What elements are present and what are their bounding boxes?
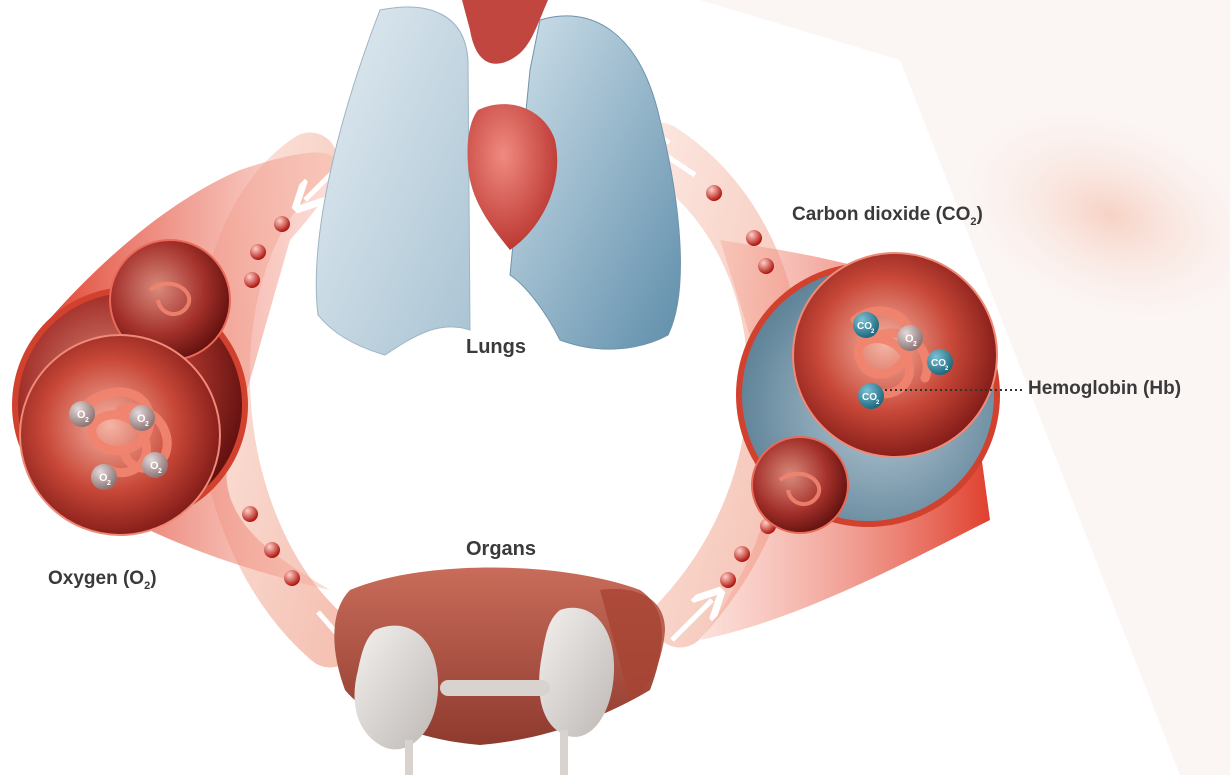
svg-text:CO: CO — [862, 392, 877, 403]
o2-molecule: O 2 — [69, 401, 95, 427]
svg-text:2: 2 — [85, 417, 89, 424]
svg-text:2: 2 — [158, 468, 162, 475]
co2-label-close: ) — [977, 204, 983, 225]
svg-text:2: 2 — [107, 480, 111, 487]
svg-text:CO: CO — [857, 321, 872, 332]
oxygen-label: Oxygen (O2) — [48, 568, 157, 592]
kidney-left — [354, 626, 438, 750]
small-cell-right — [752, 437, 848, 533]
svg-text:2: 2 — [913, 341, 917, 348]
carbon-dioxide-label: Carbon dioxide (CO2) — [792, 204, 983, 228]
organs-illustration — [334, 568, 665, 775]
lung-left — [316, 7, 470, 355]
svg-text:CO: CO — [931, 358, 946, 369]
o2-molecule: O 2 — [897, 325, 923, 351]
oxygen-label-text: Oxygen (O — [48, 568, 144, 589]
oxygen-label-close: ) — [150, 568, 156, 589]
co2-label-text: Carbon dioxide (CO — [792, 204, 970, 225]
svg-text:2: 2 — [145, 421, 149, 428]
ureter-left — [405, 740, 413, 775]
co2-molecule: CO 2 — [927, 349, 953, 375]
big-cell-inset — [20, 335, 220, 535]
o2-molecule: O 2 — [91, 464, 117, 490]
vessel — [440, 680, 550, 696]
co2-molecule: CO 2 — [858, 383, 884, 409]
kidney-right — [539, 608, 614, 737]
o2-molecule: O 2 — [142, 452, 168, 478]
lungs-illustration — [316, 0, 680, 355]
co2-molecule: CO 2 — [853, 312, 879, 338]
organs-label: Organs — [466, 538, 536, 561]
ureter-right — [560, 730, 568, 775]
hemoglobin-label: Hemoglobin (Hb) — [1028, 378, 1181, 400]
o2-molecule: O 2 — [129, 405, 155, 431]
big-cell-right — [793, 253, 997, 457]
lungs-label: Lungs — [466, 336, 526, 359]
